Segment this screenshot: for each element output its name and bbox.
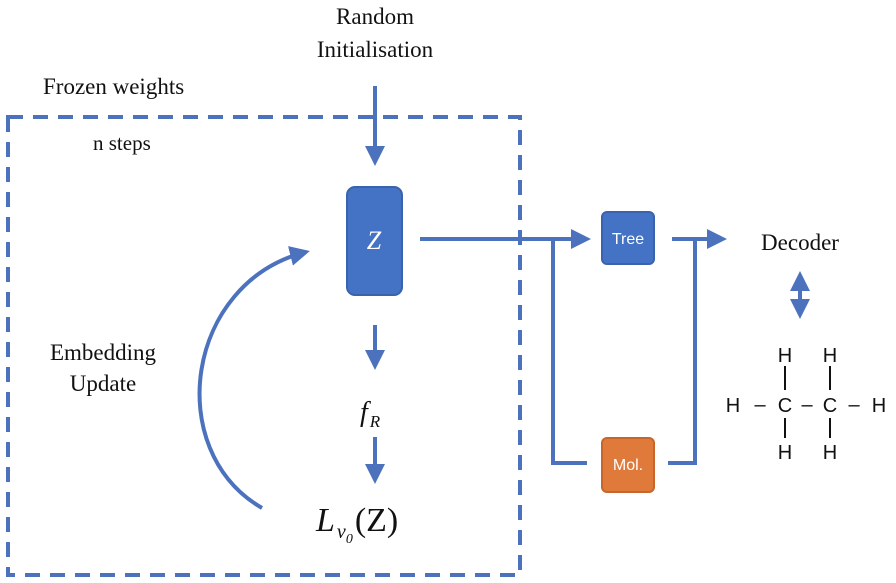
mol-to-decoder-connector <box>668 239 697 465</box>
embedding-update-label-line1: Embedding <box>50 340 157 365</box>
molecule-h-top-left: H <box>778 345 792 367</box>
molecule-carbon-right: C <box>823 395 837 417</box>
ethane-molecule: H H H – C – C – H H H <box>726 345 886 464</box>
molecule-carbon-left: C <box>778 395 792 417</box>
frozen-weights-frame <box>6 115 522 577</box>
mol-node-label: Mol. <box>613 457 643 474</box>
random-initialisation-label-line2: Initialisation <box>317 37 434 62</box>
tree-node-label: Tree <box>612 231 644 248</box>
molecule-h-bottom-left: H <box>778 442 792 464</box>
z-to-mol-connector <box>551 239 587 465</box>
molecule-h-right: H <box>872 395 886 417</box>
random-initialisation-label-line1: Random <box>336 4 414 29</box>
embedding-update-label-line2: Update <box>70 371 136 396</box>
molecule-h-top-right: H <box>823 345 837 367</box>
molecule-bond-right: – <box>848 394 860 416</box>
mol-node <box>601 437 655 493</box>
z-node-label: Z <box>367 226 382 255</box>
tree-node <box>601 211 655 265</box>
molecule-bond-left: – <box>754 394 766 416</box>
n-steps-label: n steps <box>93 131 151 155</box>
frozen-weights-label: Frozen weights <box>43 74 184 99</box>
molecule-h-bottom-right: H <box>823 442 837 464</box>
molecule-bond-middle: – <box>801 394 813 416</box>
z-node <box>346 186 403 296</box>
molecule-h-left: H <box>726 395 740 417</box>
decoder-label: Decoder <box>761 230 839 255</box>
embedding-update-curve <box>197 246 310 510</box>
